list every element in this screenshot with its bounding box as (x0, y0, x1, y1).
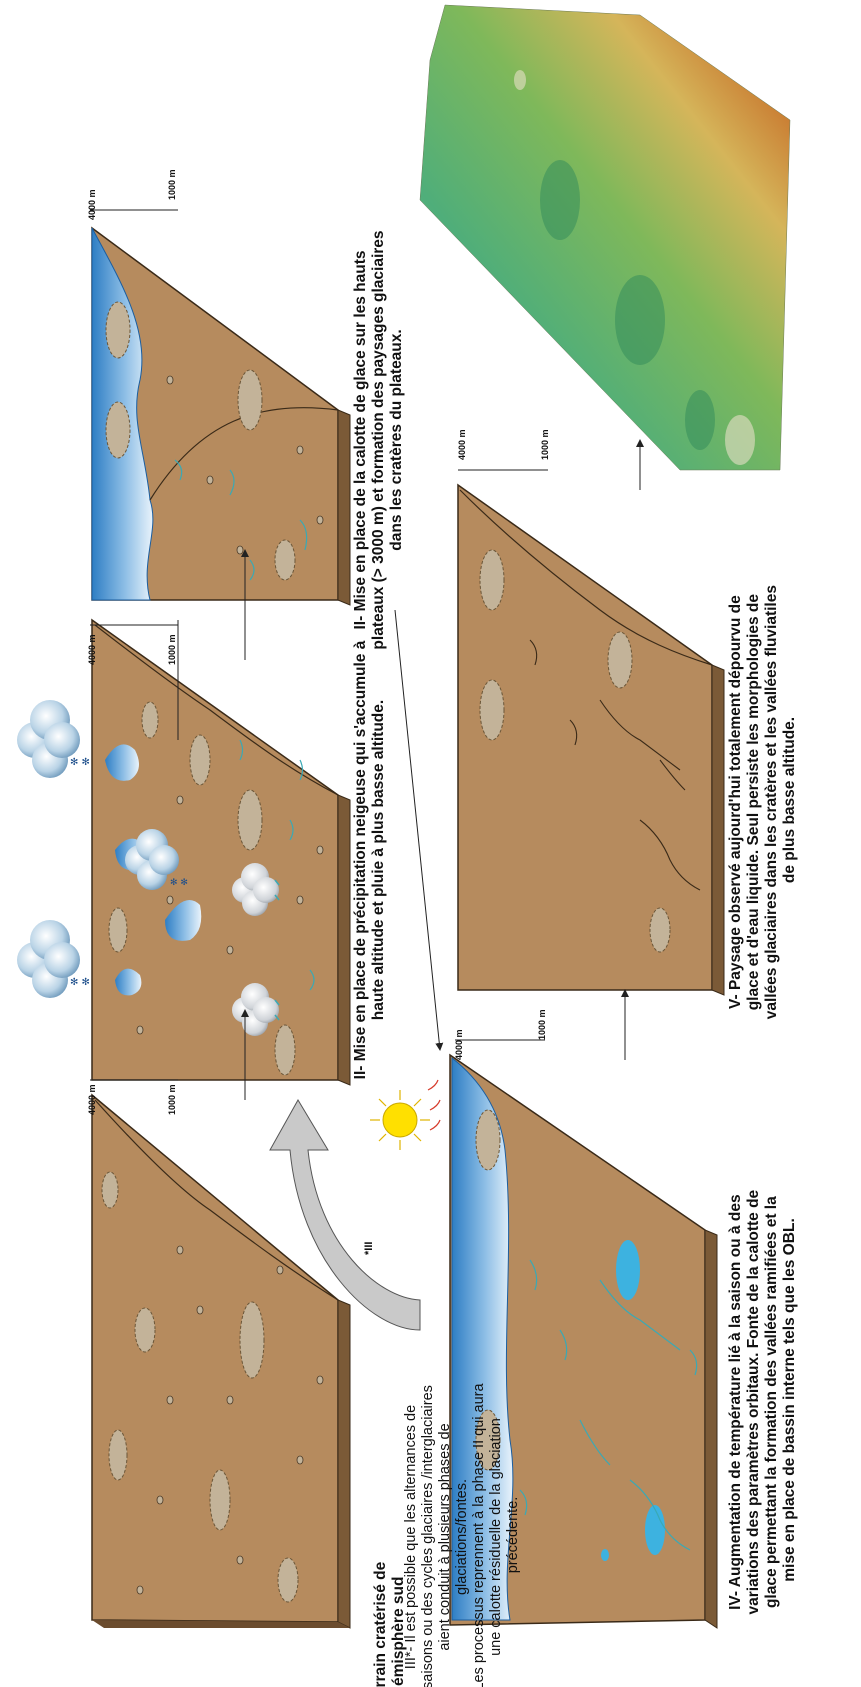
crater (106, 402, 130, 458)
terrain-side (338, 410, 350, 605)
caption-V-line-3: vallées glaciaires dans les cratères et … (763, 585, 780, 1019)
crater (480, 550, 504, 610)
caption-IV: IV- Augmentation de température lié à la… (727, 1186, 798, 1615)
crater (275, 1025, 295, 1075)
terrain-side (705, 1230, 717, 1628)
caption-IV-line-2: variations des paramètres orbitaux. Font… (745, 1189, 762, 1614)
caption-V-line-1: V- Paysage observé aujourd'hui totalemen… (727, 595, 744, 1009)
scale-1000m: 1000 m (167, 634, 177, 665)
scale-4000m: 4000 m (87, 1084, 97, 1115)
svg-text:I- Terrain cratérisé del'hémis: I- Terrain cratérisé del'hémisphère sud (372, 1561, 407, 1687)
crater (106, 302, 130, 358)
caption-III-line-5: Les processus reprennent à la phase II q… (471, 1383, 487, 1687)
caption-III-line-4: glaciations/fontes. (454, 1479, 470, 1595)
scale-4000m: 4000 m (454, 1029, 464, 1060)
crater (210, 1470, 230, 1530)
caption-V-line-4: de plus basse altitude. (781, 717, 798, 883)
crater (102, 1172, 118, 1208)
svg-text:✻ ✻: ✻ ✻ (70, 757, 90, 768)
crater (190, 735, 210, 785)
scale-1000m: 1000 m (540, 429, 550, 460)
caption-IV-line-4: mise en place de bassin interne tels que… (781, 1218, 798, 1582)
crater (109, 1430, 127, 1480)
crater (240, 1302, 264, 1378)
caption-II-a-line-1: II- Mise en place de précipitation neige… (352, 640, 369, 1079)
svg-text:IV- Augmentation de températur: IV- Augmentation de température lié à la… (727, 1186, 798, 1615)
svg-text:✻ ✻: ✻ ✻ (170, 878, 188, 888)
crater (238, 790, 262, 850)
scale-1000m: 1000 m (537, 1009, 547, 1040)
crater (476, 1110, 500, 1170)
arrow-label-III: *III (363, 1242, 375, 1255)
caption-III-line-3: aient conduit à plusieurs phases de (437, 1423, 453, 1650)
svg-text:✻ ✻: ✻ ✻ (70, 977, 90, 988)
crater (109, 908, 127, 952)
scale-1000m: 1000 m (167, 169, 177, 200)
scale-4000m: 4000 m (457, 429, 467, 460)
scale-4000m: 4000 m (87, 189, 97, 220)
caption-III-line-6: une calotte résiduelle de la glaciation (488, 1418, 504, 1656)
caption-II-b-line-2: plateaux (> 3000 m) et formation des pay… (370, 230, 387, 649)
caption-II-b-line-3: dans les cratères du plateaux. (388, 329, 405, 550)
crater (650, 908, 670, 952)
crater (238, 370, 262, 430)
caption-III-line-1: III*- Il est possible que les alternance… (403, 1405, 419, 1669)
basin-lake (645, 1505, 665, 1555)
crater (480, 680, 504, 740)
basin-lake (601, 1549, 609, 1561)
scale-4000m: 4000 m (87, 634, 97, 665)
caption-II-a: II- Mise en place de précipitation neige… (352, 640, 387, 1079)
crater (608, 632, 632, 688)
svg-text:II- Mise en place de précipita: II- Mise en place de précipitation neige… (352, 640, 387, 1079)
caption-II-a-line-2: haute altitude et pluie à plus basse alt… (370, 700, 387, 1020)
caption-IV-line-1: IV- Augmentation de température lié à la… (727, 1194, 744, 1609)
terrain-side (338, 1300, 350, 1628)
basin-lake (616, 1240, 640, 1300)
terrain-side (712, 665, 724, 995)
caption-III-line-7: précédente. (505, 1497, 521, 1574)
caption-IV-line-3: glace permettant la formation des vallée… (763, 1196, 780, 1608)
crater (275, 540, 295, 580)
terrain-side (338, 795, 350, 1085)
crater (142, 702, 158, 738)
caption-I: I- Terrain cratérisé del'hémisphère sud (372, 1561, 407, 1687)
scale-1000m: 1000 m (167, 1084, 177, 1115)
caption-I-line-1: I- Terrain cratérisé de (372, 1561, 389, 1687)
caption-III-line-2: saisons ou des cycles glaciaires /interg… (420, 1385, 436, 1687)
caption-V-line-2: glace et d'eau liquide. Seul persiste le… (745, 594, 762, 1011)
caption-II-b-line-1: II- Mise en place de la calotte de glace… (352, 250, 369, 629)
crater (135, 1308, 155, 1352)
crater (278, 1558, 298, 1602)
